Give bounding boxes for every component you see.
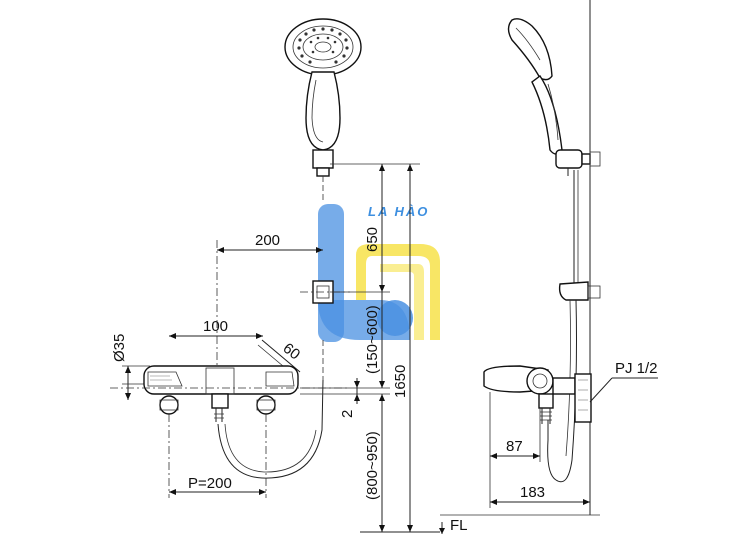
height-dimensions: 650 (150~600) 2 (800~950) 1650 — [300, 163, 440, 533]
dim-2: 2 — [339, 410, 356, 418]
dim-1650: 1650 — [392, 365, 409, 398]
dim-60: 60 — [280, 340, 304, 364]
mixer-body — [110, 365, 350, 422]
dim-800-950: (800~950) — [364, 431, 381, 500]
dim-87: 87 — [506, 438, 523, 455]
side-upper-holder — [555, 149, 601, 176]
side-mixer — [483, 365, 592, 424]
watermark-text: LA HÀO — [368, 204, 429, 219]
dim-p200: P=200 — [188, 475, 232, 492]
pj-label: PJ 1/2 — [615, 360, 658, 377]
shower-head — [284, 18, 362, 177]
dim-183: 183 — [520, 484, 545, 501]
side-view: PJ 1/2 87 183 FL — [439, 0, 658, 534]
dim-150-600: (150~600) — [364, 305, 381, 374]
dim-dia35: Ø35 — [111, 334, 128, 362]
fl-label: FL — [450, 517, 468, 534]
dim-200: 200 — [255, 232, 280, 249]
side-lower-holder — [558, 281, 601, 301]
front-view: 200 100 60 Ø35 — [110, 18, 362, 498]
side-shower-head — [507, 18, 563, 155]
watermark-logo: LA HÀO — [318, 204, 440, 342]
dim-100: 100 — [203, 318, 228, 335]
dim-650: 650 — [364, 227, 381, 252]
